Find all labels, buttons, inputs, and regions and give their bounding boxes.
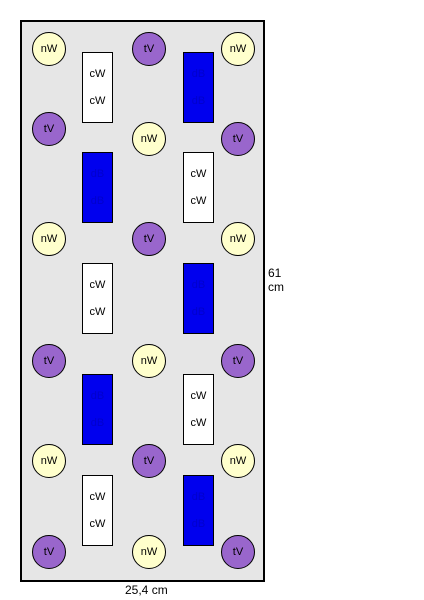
strip-label: cW: [89, 279, 106, 292]
neutral-white-led: nW: [221, 444, 255, 478]
cool-white-strip: cW cW: [183, 374, 214, 445]
strip-label: cW: [190, 416, 207, 429]
violet-led: tV: [32, 535, 66, 569]
strip-label: dB: [90, 194, 105, 207]
strip-label: dB: [191, 305, 206, 318]
neutral-white-led: nW: [132, 535, 166, 569]
strip-label: cW: [89, 94, 106, 107]
strip-label: cW: [89, 517, 106, 530]
cool-white-strip: cW cW: [183, 152, 214, 223]
violet-led: tV: [132, 32, 166, 66]
strip-label: cW: [190, 390, 207, 403]
strip-label: dB: [191, 68, 206, 81]
strip-label: dB: [90, 416, 105, 429]
width-dimension-label: 25,4 cm: [125, 583, 168, 597]
strip-label: dB: [191, 517, 206, 530]
strip-label: cW: [89, 491, 106, 504]
violet-led: tV: [132, 222, 166, 256]
violet-led: tV: [221, 122, 255, 156]
strip-label: cW: [190, 194, 207, 207]
strip-label: dB: [90, 390, 105, 403]
deep-blue-strip: dB dB: [183, 475, 214, 546]
height-value: 61: [268, 266, 282, 280]
violet-led: tV: [221, 344, 255, 378]
cool-white-strip: cW cW: [82, 52, 113, 123]
deep-blue-strip: dB dB: [183, 52, 214, 123]
deep-blue-strip: dB dB: [82, 152, 113, 223]
violet-led: tV: [132, 444, 166, 478]
height-dimension-label: 61 cm: [268, 266, 284, 294]
neutral-white-led: nW: [221, 32, 255, 66]
neutral-white-led: nW: [221, 222, 255, 256]
deep-blue-strip: dB dB: [183, 263, 214, 334]
neutral-white-led: nW: [132, 344, 166, 378]
violet-led: tV: [221, 535, 255, 569]
height-unit: cm: [268, 280, 284, 294]
cool-white-strip: cW cW: [82, 263, 113, 334]
neutral-white-led: nW: [32, 444, 66, 478]
cool-white-strip: cW cW: [82, 475, 113, 546]
neutral-white-led: nW: [32, 222, 66, 256]
strip-label: cW: [190, 168, 207, 181]
strip-label: dB: [90, 168, 105, 181]
strip-label: dB: [191, 279, 206, 292]
neutral-white-led: nW: [32, 32, 66, 66]
strip-label: cW: [89, 68, 106, 81]
grow-board: nW tV nW cW cW dB dB tV nW tV dB dB cW c…: [20, 20, 265, 582]
strip-label: dB: [191, 491, 206, 504]
violet-led: tV: [32, 112, 66, 146]
neutral-white-led: nW: [132, 122, 166, 156]
violet-led: tV: [32, 344, 66, 378]
strip-label: cW: [89, 305, 106, 318]
strip-label: dB: [191, 94, 206, 107]
deep-blue-strip: dB dB: [82, 374, 113, 445]
